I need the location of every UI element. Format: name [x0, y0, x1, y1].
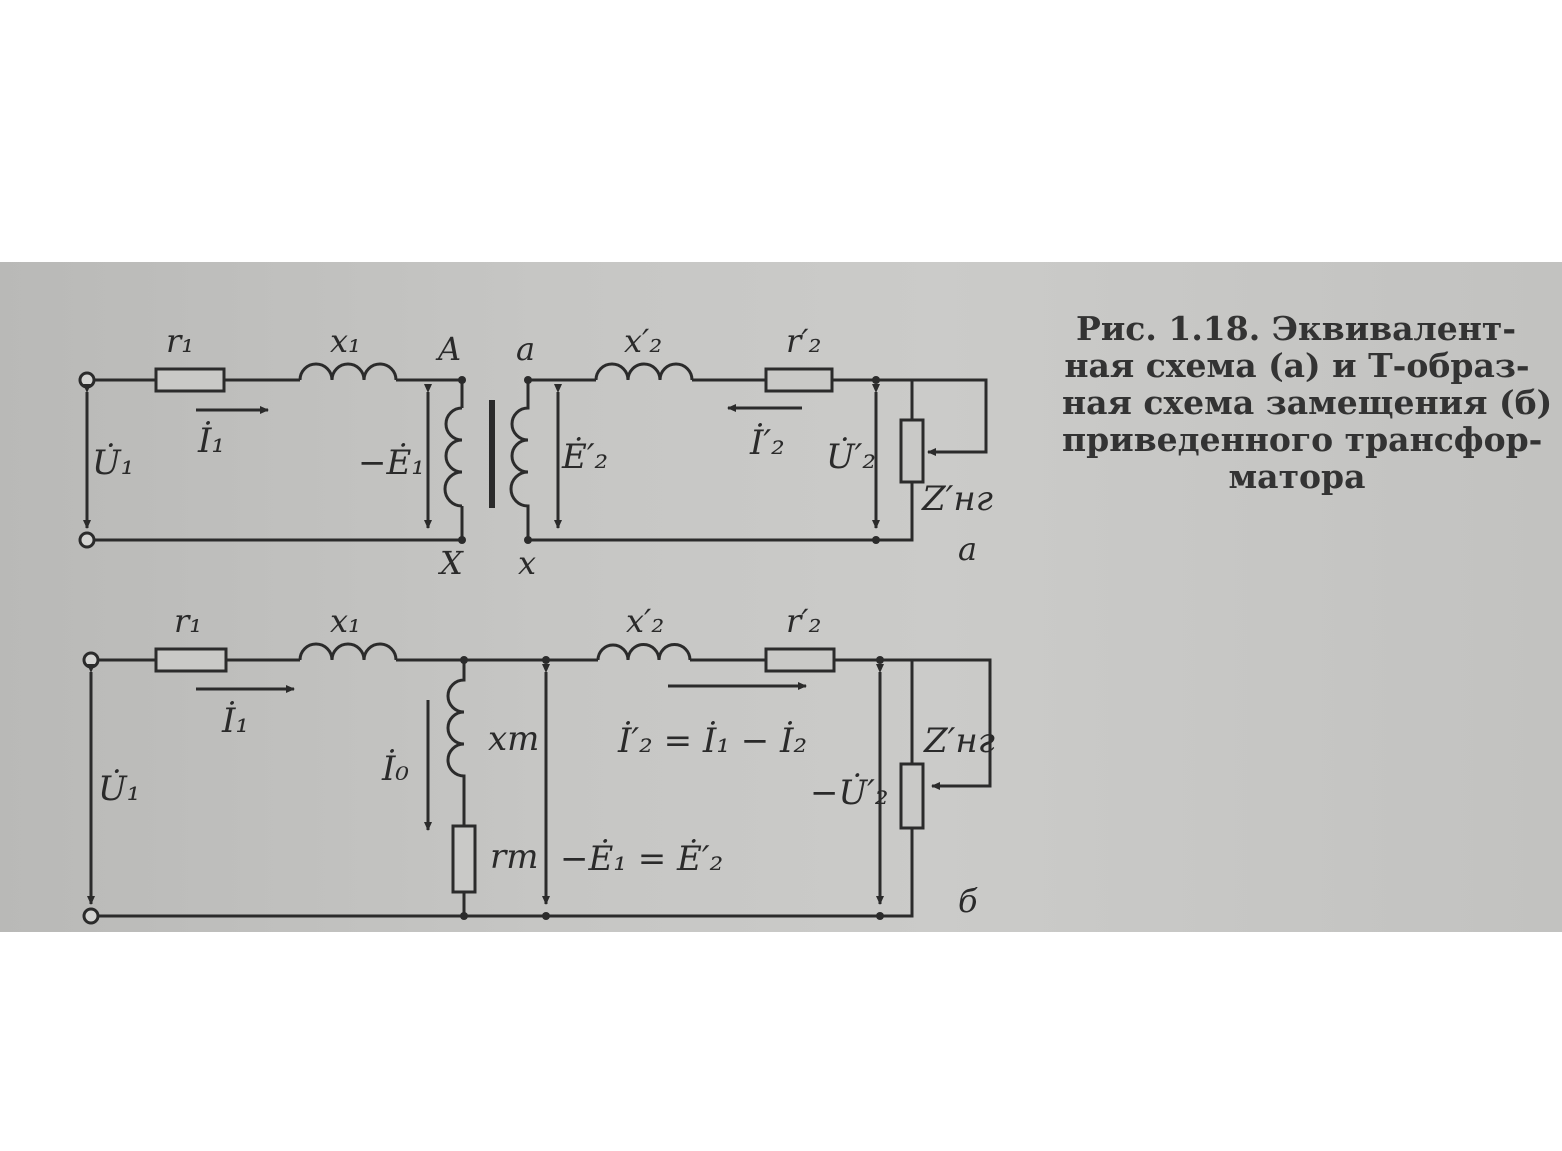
- label-z-load-b: Z′нг: [923, 721, 995, 761]
- input-terminal-top-a: [78, 371, 96, 389]
- node-x: [524, 536, 532, 544]
- label-x1-b: x₁: [330, 602, 361, 640]
- label-terminal-A: A: [435, 330, 461, 368]
- inductor-x2-b: [596, 643, 692, 661]
- label-x2-b: x′₂: [626, 602, 664, 640]
- node-e-top: [542, 656, 550, 664]
- label-r1-b: r₁: [174, 602, 202, 640]
- primary-bottom-wire-a: [94, 506, 464, 542]
- label-terminal-x: x: [518, 544, 536, 582]
- circuit-a: r₁ x₁ A a x′₂ r′₂ U̇₁ İ₁ −Ė₁ Ė′₂ İ′₂ U̇′…: [78, 322, 993, 582]
- resistor-r1-a: [154, 367, 226, 393]
- bottom-wire-b: [98, 828, 914, 918]
- node-u2-top-a: [872, 376, 880, 384]
- load-impedance-b: [899, 762, 925, 830]
- panel-label-b: б: [958, 882, 978, 920]
- panel-label-a: а: [958, 530, 977, 568]
- label-x1-a: x₁: [330, 322, 361, 360]
- label-terminal-X: X: [437, 544, 464, 582]
- label-r1-a: r₁: [166, 322, 194, 360]
- inductor-x1-b: [298, 642, 398, 661]
- inductor-x2-a: [594, 362, 694, 381]
- label-e2-a: Ė′₂: [561, 437, 608, 477]
- inductor-x1-a: [298, 362, 398, 381]
- node-u2-top-b: [876, 656, 884, 664]
- label-i1-a: İ₁: [197, 421, 225, 461]
- label-e1-a: −Ė₁: [358, 443, 425, 483]
- primary-winding-a: [443, 406, 463, 508]
- node-u2-bottom-a: [872, 536, 880, 544]
- secondary-winding-a: [509, 380, 530, 540]
- label-u2-b: −U̇′₂: [810, 773, 889, 813]
- figure-caption: Рис. 1.18. Эквивалент- ная схема (а) и Т…: [1062, 309, 1553, 496]
- label-i1-b: İ₁: [221, 701, 249, 741]
- label-i0: İ₀: [381, 749, 409, 789]
- node-A: [458, 376, 466, 384]
- caption-line-2: ная схема (а) и Т-образ-: [1064, 346, 1530, 385]
- node-magnetizing-top: [460, 656, 468, 664]
- resistor-rm: [451, 824, 477, 894]
- circuit-b: r₁ x₁ x′₂ r′₂ İ₁ U̇₁ İ₀ xm rm İ′₂ = İ₁ −…: [82, 602, 995, 925]
- label-emf-equation: −Ė₁ = Ė′₂: [560, 839, 723, 879]
- input-terminal-bottom-a: [78, 531, 96, 549]
- caption-line-3: ная схема замещения (б): [1062, 383, 1553, 422]
- node-magnetizing-bottom: [460, 912, 468, 920]
- label-r2-b: r′₂: [786, 602, 821, 640]
- label-current-equation: İ′₂ = İ₁ − İ₂: [617, 721, 807, 761]
- node-a: [524, 376, 532, 384]
- label-terminal-a: a: [516, 330, 535, 368]
- label-xm: xm: [488, 719, 539, 759]
- input-terminal-top-b: [82, 651, 100, 669]
- label-u2-a: U̇′₂: [826, 437, 876, 477]
- secondary-top-wire-a: [528, 378, 988, 452]
- caption-line-4: приведенного трансфор-: [1062, 420, 1543, 459]
- label-rm: rm: [490, 837, 539, 877]
- resistor-r2-b: [764, 647, 836, 673]
- load-impedance-a: [899, 418, 925, 484]
- label-u1-a: U̇₁: [92, 443, 134, 483]
- node-X: [458, 536, 466, 544]
- input-terminal-bottom-b: [82, 907, 100, 925]
- label-u1-b: U̇₁: [98, 769, 140, 809]
- node-e-bottom: [542, 912, 550, 920]
- resistor-r1-b: [154, 647, 228, 673]
- label-x2-a: x′₂: [624, 322, 662, 360]
- top-wire-b: [98, 658, 992, 786]
- caption-line-5: матора: [1228, 457, 1366, 496]
- node-u2-bottom-b: [876, 912, 884, 920]
- caption-line-1: Рис. 1.18. Эквивалент-: [1076, 309, 1517, 348]
- label-z-load-a: Z′нг: [921, 479, 993, 519]
- label-r2-a: r′₂: [786, 322, 821, 360]
- label-i2-a: İ′₂: [749, 423, 785, 463]
- secondary-bottom-wire-a: [528, 482, 914, 542]
- resistor-r2-a: [764, 367, 834, 393]
- primary-top-wire-a: [94, 378, 464, 408]
